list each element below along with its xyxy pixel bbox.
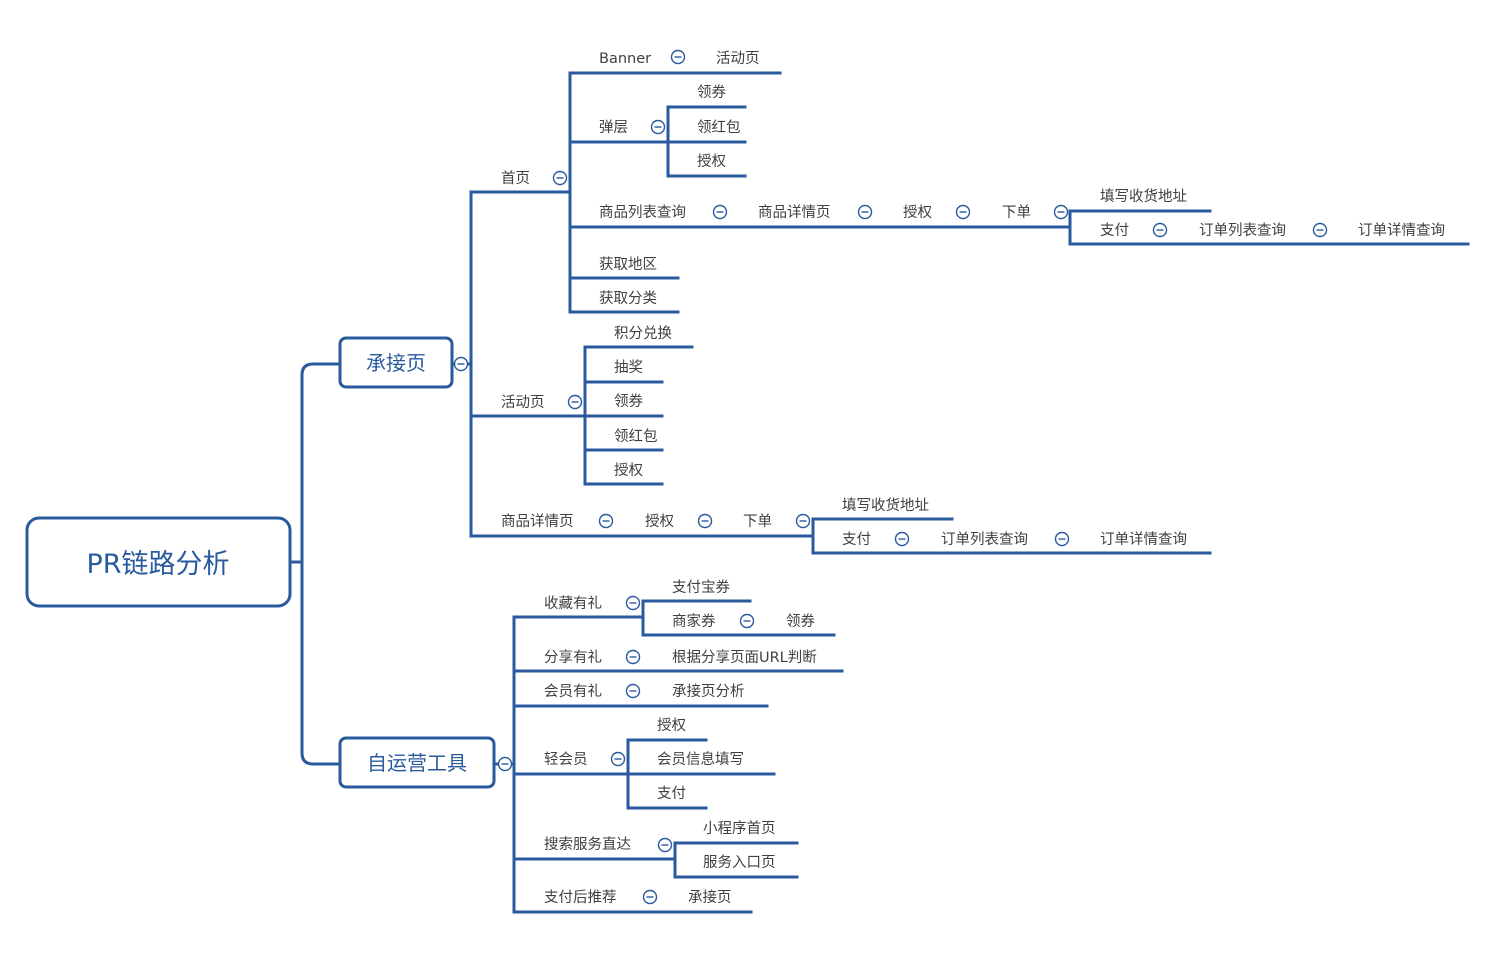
node-pd-order-detail-query[interactable]: 订单详情查询	[1100, 531, 1187, 548]
root-node-label: PR链路分析	[86, 549, 229, 580]
node-home-order-detail-query[interactable]: 订单详情查询	[1358, 222, 1445, 239]
node-lottery[interactable]: 抽奖	[614, 359, 643, 376]
node-mini-program-home[interactable]: 小程序首页	[703, 820, 776, 837]
collapse-circle-minus-icon[interactable]	[739, 613, 755, 629]
node-alipay-coupon[interactable]: 支付宝券	[672, 579, 730, 596]
node-home-fill-address[interactable]: 填写收货地址	[1100, 188, 1187, 205]
node-home-product-detail[interactable]: 商品详情页	[758, 204, 831, 221]
node-home[interactable]: 首页	[501, 170, 530, 187]
node-member[interactable]: 会员有礼	[544, 683, 602, 700]
node-activity-coupon[interactable]: 领券	[614, 393, 643, 410]
node-activity-red-packet[interactable]: 领红包	[614, 428, 658, 445]
node-share[interactable]: 分享有礼	[544, 649, 602, 666]
collapse-circle-minus-icon[interactable]	[1053, 204, 1069, 220]
collapse-circle-minus-icon[interactable]	[610, 751, 626, 767]
node-pd-place-order[interactable]: 下单	[743, 513, 772, 530]
collapse-circle-minus-icon[interactable]	[650, 119, 666, 135]
node-popup-red-packet[interactable]: 领红包	[697, 119, 741, 136]
node-share-judge[interactable]: 根据分享页面URL判断	[672, 649, 817, 666]
collapse-circle-minus-icon[interactable]	[697, 513, 713, 529]
node-activity[interactable]: 活动页	[501, 394, 545, 411]
node-get-category[interactable]: 获取分类	[599, 290, 657, 307]
collapse-circle-minus-icon[interactable]	[453, 356, 469, 372]
collapse-circle-minus-icon[interactable]	[894, 531, 910, 547]
node-popup[interactable]: 弹层	[599, 119, 628, 136]
node-favorite-get-coupon[interactable]: 领券	[786, 613, 815, 630]
landing-node[interactable]: 承接页	[338, 336, 454, 389]
collapse-circle-minus-icon[interactable]	[552, 170, 568, 186]
node-pd-fill-address[interactable]: 填写收货地址	[842, 497, 929, 514]
node-popup-coupon[interactable]: 领券	[697, 84, 726, 101]
node-pd-pay[interactable]: 支付	[842, 531, 871, 548]
node-light-member[interactable]: 轻会员	[544, 751, 588, 768]
collapse-circle-minus-icon[interactable]	[625, 683, 641, 699]
node-after-pay[interactable]: 支付后推荐	[544, 889, 617, 906]
node-lm-info-fill[interactable]: 会员信息填写	[657, 751, 744, 768]
collapse-circle-minus-icon[interactable]	[712, 204, 728, 220]
node-popup-authorize[interactable]: 授权	[697, 153, 726, 170]
landing-node-label: 承接页	[366, 351, 426, 375]
node-home-activity-page[interactable]: 活动页	[716, 50, 760, 67]
root-node[interactable]: PR链路分析	[25, 516, 292, 608]
node-banner[interactable]: Banner	[599, 51, 651, 67]
collapse-icons	[453, 49, 1328, 905]
collapse-circle-minus-icon[interactable]	[598, 513, 614, 529]
node-points-exchange[interactable]: 积分兑换	[614, 325, 672, 342]
collapse-circle-minus-icon[interactable]	[567, 394, 583, 410]
node-activity-authorize[interactable]: 授权	[614, 462, 643, 479]
collapse-circle-minus-icon[interactable]	[497, 756, 513, 772]
node-home-order-list-query[interactable]: 订单列表查询	[1199, 222, 1286, 239]
node-product-detail[interactable]: 商品详情页	[501, 513, 574, 530]
node-pd-order-list-query[interactable]: 订单列表查询	[941, 531, 1028, 548]
node-home-pay[interactable]: 支付	[1100, 222, 1129, 239]
node-get-region[interactable]: 获取地区	[599, 256, 657, 273]
collapse-circle-minus-icon[interactable]	[857, 204, 873, 220]
node-service-entry[interactable]: 服务入口页	[703, 854, 776, 871]
collapse-circle-minus-icon[interactable]	[1152, 222, 1168, 238]
node-home-place-order[interactable]: 下单	[1002, 204, 1031, 221]
labels: 首页 Banner 活动页 弹层 领券 领红包 授权 商品列表查询 商品详情页 …	[501, 50, 1445, 906]
node-search-direct[interactable]: 搜索服务直达	[544, 836, 631, 853]
collapse-circle-minus-icon[interactable]	[1312, 222, 1328, 238]
node-lm-pay[interactable]: 支付	[657, 785, 686, 802]
node-product-list-query[interactable]: 商品列表查询	[599, 204, 686, 221]
collapse-circle-minus-icon[interactable]	[625, 649, 641, 665]
self-ops-node[interactable]: 自运营工具	[338, 736, 496, 789]
collapse-circle-minus-icon[interactable]	[670, 49, 686, 65]
collapse-circle-minus-icon[interactable]	[625, 595, 641, 611]
collapse-circle-minus-icon[interactable]	[1054, 531, 1070, 547]
node-home-authorize[interactable]: 授权	[903, 204, 932, 221]
self-ops-node-label: 自运营工具	[367, 751, 467, 775]
node-pd-authorize[interactable]: 授权	[645, 513, 674, 530]
collapse-circle-minus-icon[interactable]	[955, 204, 971, 220]
node-merchant-coupon[interactable]: 商家券	[672, 613, 716, 630]
collapse-circle-minus-icon[interactable]	[642, 889, 658, 905]
node-member-analysis[interactable]: 承接页分析	[672, 683, 745, 700]
node-favorite[interactable]: 收藏有礼	[544, 595, 602, 612]
collapse-circle-minus-icon[interactable]	[795, 513, 811, 529]
node-lm-authorize[interactable]: 授权	[657, 717, 686, 734]
node-after-pay-landing[interactable]: 承接页	[688, 889, 732, 906]
connector-lines	[288, 71, 1470, 914]
collapse-circle-minus-icon[interactable]	[657, 837, 673, 853]
